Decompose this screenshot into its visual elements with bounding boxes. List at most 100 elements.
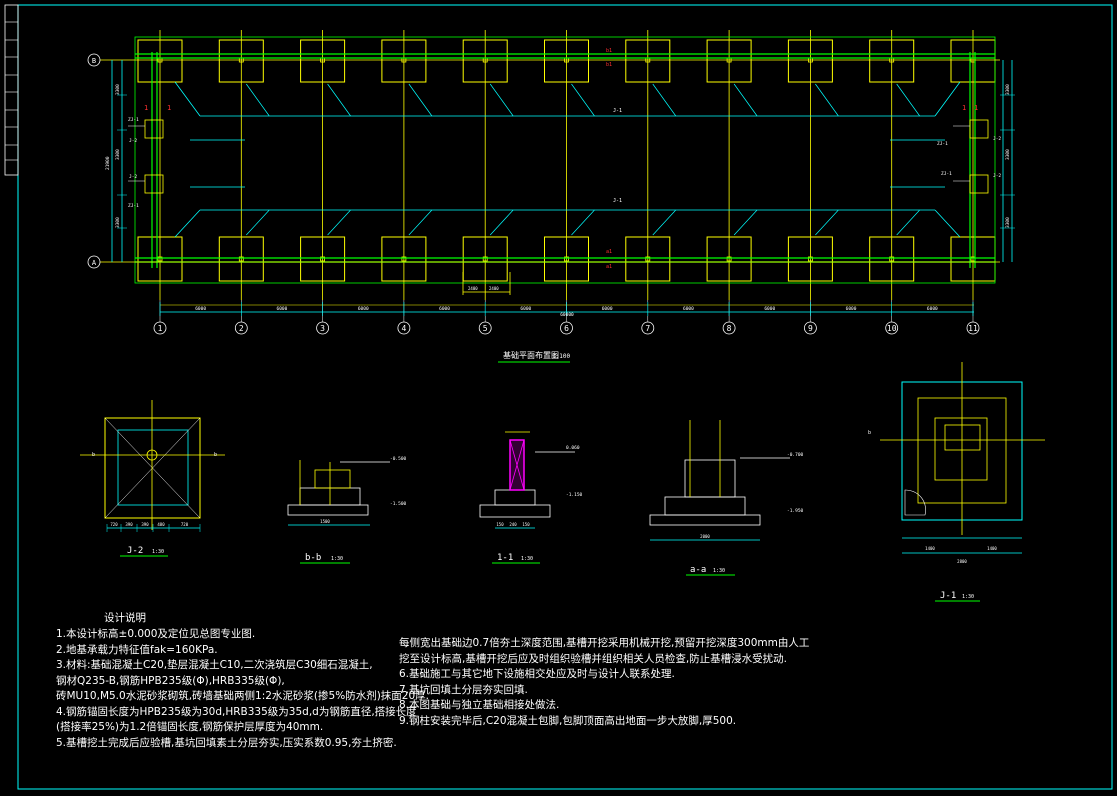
s11-dim: 150 xyxy=(496,522,504,527)
grid-number: 9 xyxy=(808,324,813,333)
trench-diagonal xyxy=(896,209,920,236)
drawing-border xyxy=(17,4,1113,790)
trench-diagonal xyxy=(327,209,351,236)
grid-number: 11 xyxy=(968,324,978,333)
trench-diagonal xyxy=(934,209,961,238)
s11-hatch xyxy=(509,439,525,491)
end-footing xyxy=(969,174,989,194)
trench-diagonal xyxy=(815,83,839,117)
trench-diagonal xyxy=(733,83,758,117)
j2-label: J-2 xyxy=(127,546,143,556)
column-mark xyxy=(238,256,244,262)
section-mark: a1 xyxy=(606,264,612,270)
span-dimension: 6000 xyxy=(358,306,369,312)
right-dimension: 3300 xyxy=(1005,84,1011,95)
bb-elevation: -1.500 xyxy=(390,501,407,507)
j2-outline xyxy=(104,417,201,519)
footing-label: ZJ-1 xyxy=(937,141,948,147)
title-strip-lines xyxy=(5,21,18,161)
bb-scale: 1:30 xyxy=(331,556,343,562)
column-mark xyxy=(726,256,732,262)
trench-diagonal xyxy=(408,83,433,117)
trench-diagonal xyxy=(733,209,758,236)
j2-section-mark: b xyxy=(214,452,217,458)
footing-label: J-2 xyxy=(993,136,1001,142)
plan-scale: 1:100 xyxy=(552,353,570,360)
design-note-line: 3.材料:基础混凝土C20,垫层混凝土C10,二次浇筑层C30细石混凝土, xyxy=(56,659,373,671)
bb-elevation: -0.500 xyxy=(390,456,407,462)
trench-diagonal xyxy=(896,83,920,117)
aa-elevation: -1.950 xyxy=(787,508,804,514)
right-dimension: 3300 xyxy=(1005,217,1011,228)
j2-diagonal xyxy=(104,417,201,519)
trench-diagonal xyxy=(246,209,270,236)
aa-dim: 2000 xyxy=(700,534,710,539)
trench-diagonal xyxy=(408,209,433,236)
column-mark xyxy=(808,256,813,262)
aa-elevation: -0.700 xyxy=(787,452,804,458)
design-note-line: 2.地基承载力特征值fak=160KPa. xyxy=(56,643,218,656)
j1-hatch xyxy=(904,489,926,516)
span-dimension: 6000 xyxy=(439,306,450,312)
grid-number: 10 xyxy=(887,324,897,333)
end-footing xyxy=(144,174,164,194)
j2-dim: 720 xyxy=(181,522,189,527)
s11-elevation: 0.060 xyxy=(566,445,580,451)
j1-core xyxy=(934,417,988,481)
design-note-line: 6.基础施工与其它地下设施相交处应及时与设计人联系处理. xyxy=(399,668,675,680)
section-mark: b1 xyxy=(606,48,612,54)
j1-section-mark: b xyxy=(868,430,871,436)
trench-diagonal xyxy=(571,83,595,117)
grid-number: 8 xyxy=(727,324,732,333)
notes-heading: 设计说明 xyxy=(104,612,146,624)
notes-right: 每侧宽出基础边0.7倍夯土深度范围,基槽开挖采用机械开挖,预留开挖深度300mm… xyxy=(399,636,809,729)
trench-diagonal xyxy=(652,83,677,117)
grid-letter-b: B xyxy=(92,57,96,65)
grid-number: 3 xyxy=(320,324,325,333)
s11-base xyxy=(479,504,551,518)
s11-step xyxy=(494,489,536,506)
footing-label: ZJ-1 xyxy=(941,171,952,177)
right-dimension: 3300 xyxy=(1005,149,1011,160)
footing-label: ZJ-1 xyxy=(128,117,139,123)
trench-diagonal xyxy=(489,83,514,117)
j2-dim: 720 xyxy=(110,522,118,527)
grid-number: 6 xyxy=(564,324,569,333)
column-mark xyxy=(401,256,407,262)
bb-base xyxy=(287,504,369,516)
title-strip xyxy=(4,4,19,176)
trench-diagonal xyxy=(652,209,677,236)
beam-label: J-1 xyxy=(613,198,622,204)
design-note-line: 1.本设计标高±0.000及定位见总图专业图. xyxy=(56,628,256,640)
left-dimension: 3300 xyxy=(115,149,121,160)
column-mark xyxy=(564,256,569,262)
s11-label: 1-1 xyxy=(497,553,513,563)
trench-diagonal xyxy=(246,83,270,117)
column-mark xyxy=(482,256,488,262)
plan-outline xyxy=(134,36,996,284)
total-length-dimension: 60000 xyxy=(560,312,574,318)
span-dimension: 6000 xyxy=(602,306,613,312)
j2-inner xyxy=(117,429,189,506)
pit-dim-label: 2400 xyxy=(468,286,478,291)
aa-base xyxy=(649,514,761,526)
span-dimension: 6000 xyxy=(683,306,694,312)
trench-diagonal xyxy=(174,209,201,238)
total-width-dimension: 21900 xyxy=(105,156,111,170)
bb-label: b-b xyxy=(305,553,321,563)
span-dimension: 6000 xyxy=(277,306,288,312)
trench-diagonal xyxy=(489,209,514,236)
column-mark xyxy=(157,256,163,262)
j2-scale: 1:30 xyxy=(152,549,164,555)
section-mark: 1 xyxy=(144,104,148,112)
bb-wall xyxy=(314,469,351,489)
span-dimension: 6000 xyxy=(846,306,857,312)
j2-dim: 390 xyxy=(125,522,133,527)
trench-diagonal xyxy=(327,83,351,117)
